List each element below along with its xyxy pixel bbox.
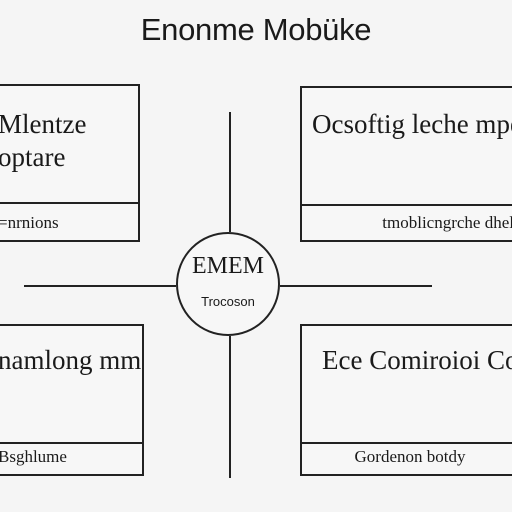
box-bottom-right-text: Ece Comiroioi Cotonousturr bbox=[322, 345, 512, 375]
box-bottom-left-text: namlong mmoezy bbox=[0, 345, 142, 375]
diagram-title: Enonme Mobüke bbox=[140, 12, 372, 47]
central-hub-circle: EMEM Trocoson bbox=[176, 232, 280, 336]
box-top-right-text: Ocsoftig leche mpeutoe Samtt bbox=[312, 109, 512, 139]
box-bottom-left-divider bbox=[0, 442, 142, 444]
box-bottom-right: Ece Comiroioi Cotonousturr Gordenon botd… bbox=[300, 324, 512, 476]
box-top-left: Mlentze optare =nrnions bbox=[0, 84, 140, 242]
box-bottom-left: namlong mmoezy Bsghlume bbox=[0, 324, 144, 476]
hub-title: EMEM bbox=[192, 253, 264, 279]
box-top-left-divider bbox=[0, 202, 138, 204]
box-top-left-text: Mlentze optare bbox=[0, 109, 87, 172]
box-bottom-right-footer: Gordenon botdy bbox=[354, 447, 466, 466]
hub-subtitle: Trocoson bbox=[201, 294, 255, 309]
box-top-right-divider bbox=[302, 204, 512, 206]
box-top-left-footer: =nrnions bbox=[0, 213, 59, 232]
box-bottom-right-divider bbox=[302, 442, 512, 444]
box-top-right-footer: tmoblicngrche dhel bbox=[382, 213, 512, 232]
box-top-right: Ocsoftig leche mpeutoe Samtt tmoblicngrc… bbox=[300, 86, 512, 242]
box-bottom-left-footer: Bsghlume bbox=[0, 447, 67, 466]
